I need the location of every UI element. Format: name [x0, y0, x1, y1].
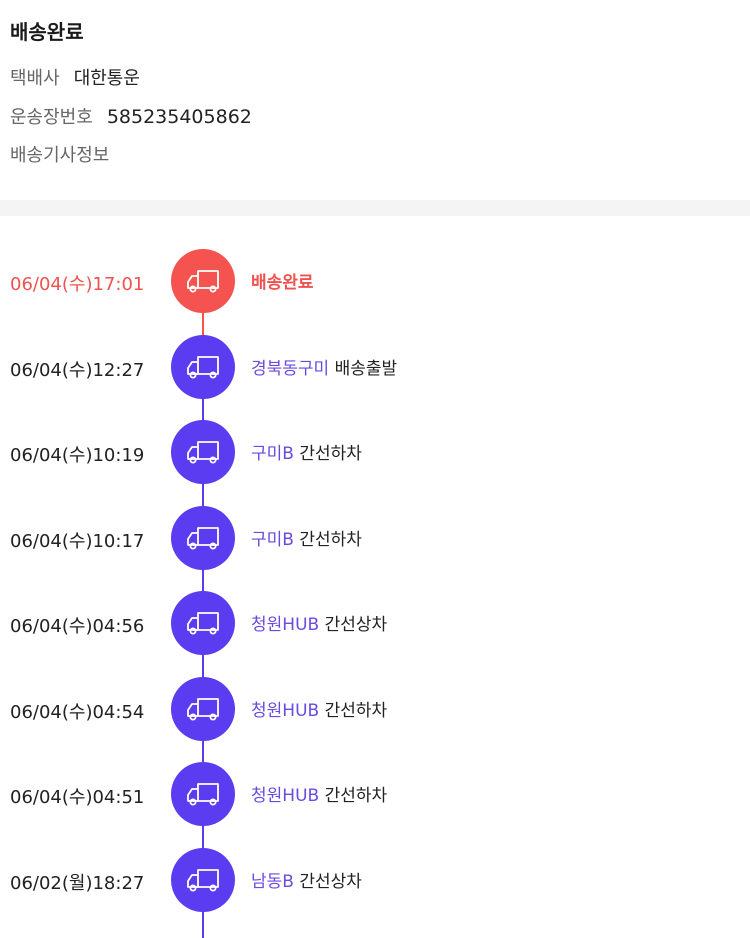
event-time: 06/04(수)17:01 — [10, 274, 145, 295]
event-description: 구미B 간선하차 — [251, 439, 362, 464]
event-time: 06/02(월)18:27 — [10, 872, 145, 894]
timeline-connector — [202, 651, 204, 681]
event-location: 청원HUB — [251, 700, 320, 721]
timeline-connector — [202, 822, 204, 852]
driver-info-label[interactable]: 배송기사정보 — [10, 145, 110, 166]
event-location: 구미B — [251, 444, 294, 464]
event-status: 배송완료 — [251, 273, 314, 293]
timeline-item: 06/04(수)10:17 구미B 간선하차 — [0, 505, 750, 570]
truck-icon — [171, 676, 235, 741]
event-description: 청원HUB 간선하차 — [251, 781, 387, 806]
timeline-item: 06/04(수)17:01 배송완료 — [0, 249, 750, 313]
tracking-number: 585235405862 — [106, 106, 252, 128]
timeline-item: 06/04(수)04:54 청원HUB 간선하차 — [0, 676, 750, 741]
event-status: 간선상차 — [324, 615, 388, 635]
timeline-connector — [202, 480, 204, 510]
event-description: 남동B 간선상차 — [251, 867, 362, 892]
truck-icon — [171, 334, 235, 399]
event-status: 배송출발 — [334, 358, 398, 379]
tracking-row: 운송장번호 585235405862 — [10, 103, 252, 129]
event-description: 청원HUB 간선하차 — [251, 696, 387, 721]
tracking-label: 운송장번호 — [10, 107, 93, 128]
truck-icon — [171, 505, 235, 570]
event-location: 남동B — [251, 871, 294, 892]
event-location: 경북동구미 — [251, 358, 330, 379]
event-time: 06/04(수)10:17 — [10, 530, 145, 552]
event-status: 간선하차 — [299, 529, 362, 550]
carrier-row: 택배사 대한통운 — [10, 64, 140, 90]
event-time: 06/04(수)12:27 — [10, 359, 145, 381]
event-status: 간선하차 — [324, 786, 388, 806]
timeline-item: 06/04(수)04:51 청원HUB 간선하차 — [0, 762, 750, 826]
carrier-label: 택배사 — [10, 68, 60, 89]
truck-icon — [171, 420, 235, 484]
event-description: 구미B 간선하차 — [251, 525, 362, 550]
event-time: 06/04(수)04:54 — [10, 701, 145, 723]
event-description: 경북동구미 배송출발 — [251, 354, 397, 379]
timeline-connector — [202, 907, 204, 938]
delivery-status-title: 배송완료 — [10, 20, 84, 44]
event-description: 배송완료 — [251, 268, 314, 293]
timeline-connector — [202, 394, 204, 425]
event-time: 06/04(수)04:51 — [10, 787, 145, 808]
timeline-item: 06/02(월)18:27 남동B 간선상차 — [0, 847, 750, 912]
timeline-connector — [202, 736, 204, 767]
truck-icon — [171, 762, 235, 826]
truck-icon — [171, 847, 235, 912]
carrier-value: 대한통운 — [73, 68, 140, 89]
timeline-item: 06/04(수)10:19 구미B 간선하차 — [0, 420, 750, 484]
section-divider — [0, 200, 750, 216]
event-location: 청원HUB — [251, 786, 320, 806]
driver-info-row[interactable]: 배송기사정보 — [10, 141, 123, 167]
event-description: 청원HUB 간선상차 — [251, 610, 387, 635]
event-location: 청원HUB — [251, 615, 320, 635]
timeline-connector — [202, 309, 204, 339]
event-status: 간선하차 — [299, 444, 362, 464]
event-location: 구미B — [251, 529, 294, 550]
timeline-item: 06/04(수)04:56 청원HUB 간선상차 — [0, 591, 750, 655]
event-time: 06/04(수)10:19 — [10, 445, 145, 466]
timeline-item: 06/04(수)12:27 경북동구미 배송출발 — [0, 334, 750, 399]
timeline-connector — [202, 565, 204, 596]
event-status: 간선하차 — [324, 700, 388, 721]
event-time: 06/04(수)04:56 — [10, 616, 145, 637]
event-status: 간선상차 — [299, 871, 362, 892]
truck-icon — [171, 249, 235, 313]
truck-icon — [171, 591, 235, 655]
